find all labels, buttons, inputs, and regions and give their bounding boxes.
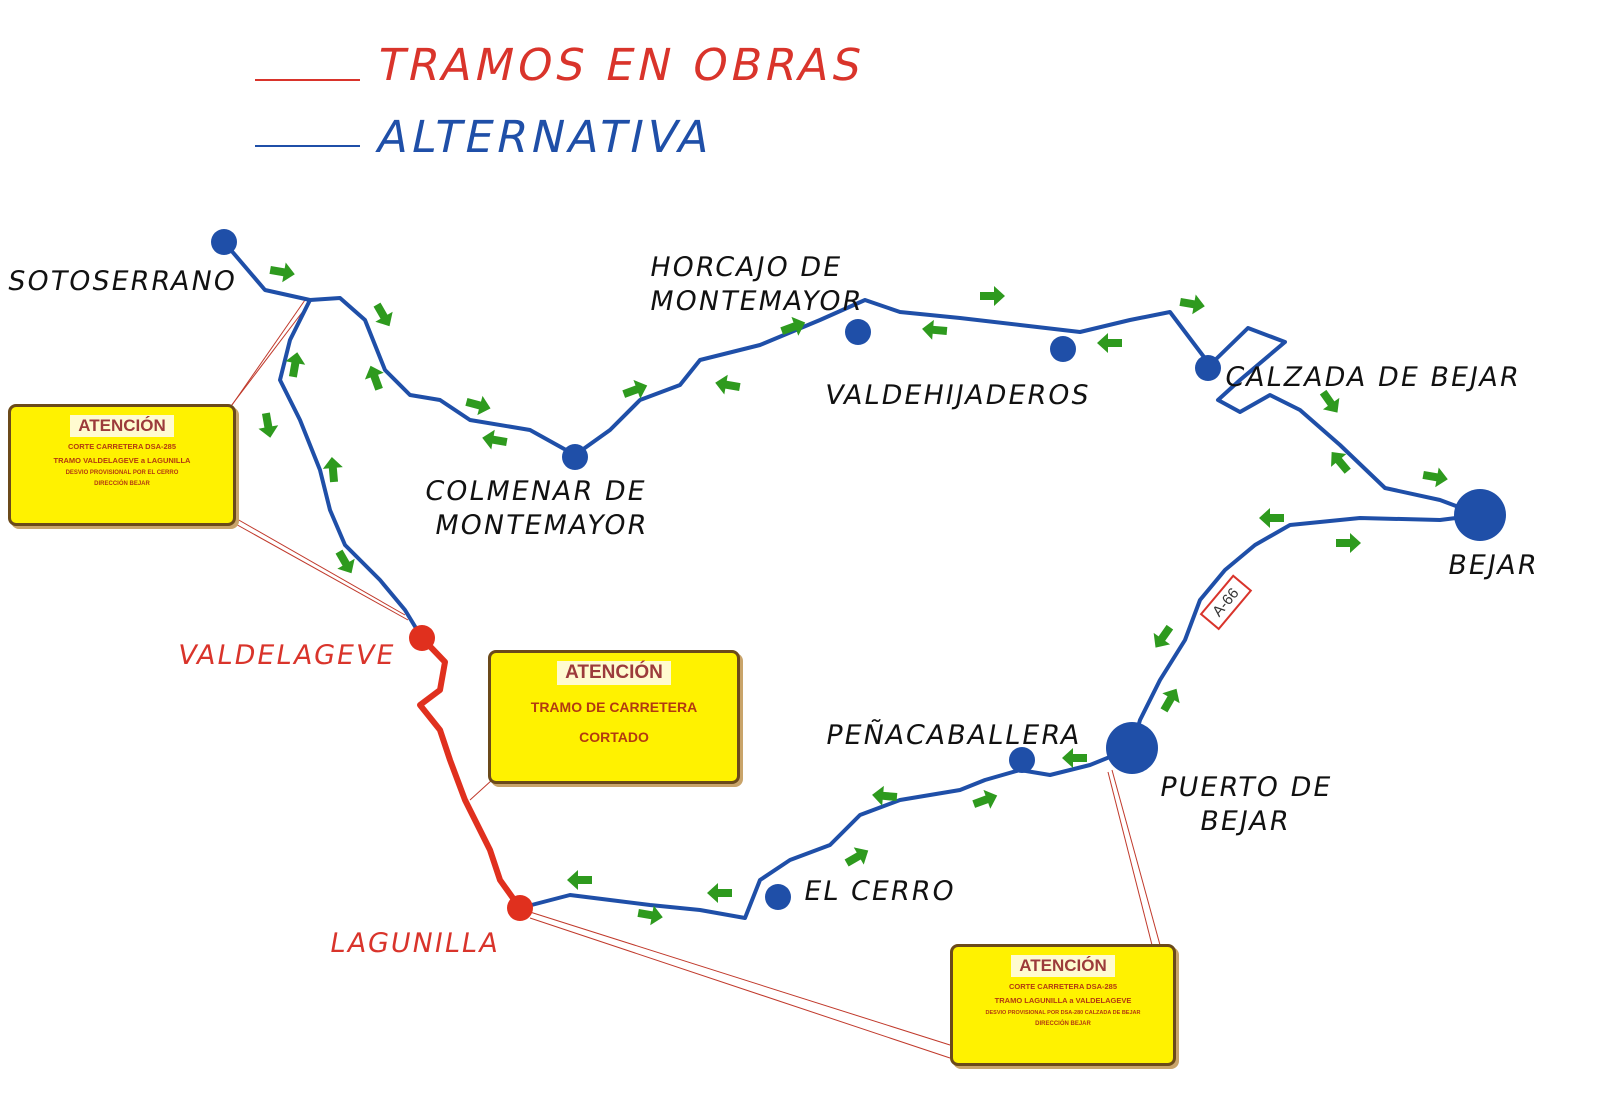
label-valdehijaderos: VALDEHIJADEROS [822,380,1094,411]
direction-arrow-icon [715,374,741,395]
legend-alt-label: ALTERNATIVA [372,112,719,163]
marker-valdelageve [409,625,435,651]
notice-line: DESVIO PROVISIONAL POR EL CERRO [65,470,179,476]
notice-line: CORTE CARRETERA DSA-285 [67,442,177,451]
notice-line: TRAMO VALDELAGEVE a LAGUNILLA [53,456,191,465]
marker-puerto-de-bejar [1106,722,1158,774]
direction-arrow-icon [622,379,648,399]
marker-calzada [1195,355,1221,381]
label-horcajo-2: MONTEMAYOR [647,286,866,317]
direction-arrow-icon [1331,452,1351,474]
label-calzada: CALZADA DE BEJAR [1222,362,1524,393]
marker-sotoserrano [211,229,237,255]
marker-horcajo [845,319,871,345]
direction-arrow-icon [707,883,732,903]
notice-line: DIRECCIÓN BEJAR [94,481,150,487]
notice-box-1: ATENCIÓN CORTE CARRETERA DSA-285 TRAMO V… [8,404,236,526]
direction-arrow-icon [980,286,1005,306]
label-puerto-1: PUERTO DE [1157,772,1335,803]
notice-box-2: ATENCIÓN TRAMO DE CARRETERA CORTADO [488,650,740,784]
marker-lagunilla [507,895,533,921]
notice-line: DIRECCIÓN BEJAR [1035,1021,1091,1027]
direction-arrow-icon [1259,508,1284,528]
label-horcajo-1: HORCAJO DE [647,252,845,283]
direction-arrow-icon [285,352,306,378]
direction-arrow-icon [1422,467,1448,488]
notice-line: CORTE CARRETERA DSA-285 [1008,982,1118,991]
direction-arrow-icon [844,847,869,867]
label-bejar: BEJAR [1445,550,1542,581]
callout-lines [227,299,1161,1059]
label-colmenar-1: COLMENAR DE [422,476,650,507]
notice-title: ATENCIÓN [70,415,174,437]
direction-arrow-icon [1336,533,1361,553]
label-penacaballera: PEÑACABALLERA [823,720,1084,751]
direction-arrow-icon [780,316,806,336]
label-el-cerro: EL CERRO [801,876,959,907]
alternative-route [222,240,1481,920]
notice-title: ATENCIÓN [557,661,671,685]
notice-line: DESVIO PROVISIONAL POR DSA-280 CALZADA D… [985,1010,1141,1016]
notice-line: TRAMO DE CARRETERA [530,699,698,715]
direction-arrow-icon [335,549,355,574]
notice-box-3: ATENCIÓN CORTE CARRETERA DSA-285 TRAMO L… [950,944,1176,1066]
marker-penacaballera [1009,747,1035,773]
direction-arrow-icon [637,905,663,926]
direction-arrows [258,262,1448,926]
legend-works-label: TRAMOS EN OBRAS [372,40,871,91]
direction-arrow-icon [373,302,393,327]
works-section [417,635,523,910]
label-colmenar-2: MONTEMAYOR [432,510,651,541]
direction-arrow-icon [482,429,508,450]
direction-arrow-icon [364,365,384,391]
notice-title: ATENCIÓN [1011,955,1115,977]
marker-valdehijaderos [1050,336,1076,362]
direction-arrow-icon [1179,294,1205,315]
label-lagunilla: LAGUNILLA [327,928,503,959]
direction-arrow-icon [922,319,948,340]
direction-arrow-icon [1160,688,1180,713]
direction-arrow-icon [322,457,343,483]
direction-arrow-icon [872,785,898,806]
marker-colmenar [562,444,588,470]
direction-arrow-icon [1319,389,1340,413]
direction-arrow-icon [1097,333,1122,353]
direction-arrow-icon [1153,624,1174,648]
direction-arrow-icon [972,789,998,809]
direction-arrow-icon [567,870,592,890]
direction-arrow-icon [465,395,491,416]
town-markers [211,229,1506,910]
label-valdelageve: VALDELAGEVE [175,640,399,671]
label-puerto-2: BEJAR [1197,806,1294,837]
marker-el-cerro [765,884,791,910]
direction-arrow-icon [269,262,295,283]
label-sotoserrano: SOTOSERRANO [5,266,240,297]
direction-arrow-icon [258,412,279,438]
notice-line: CORTADO [579,729,649,745]
notice-line: TRAMO LAGUNILLA a VALDELAGEVE [994,996,1132,1005]
direction-arrow-icon [1062,748,1087,768]
marker-bejar [1454,489,1506,541]
